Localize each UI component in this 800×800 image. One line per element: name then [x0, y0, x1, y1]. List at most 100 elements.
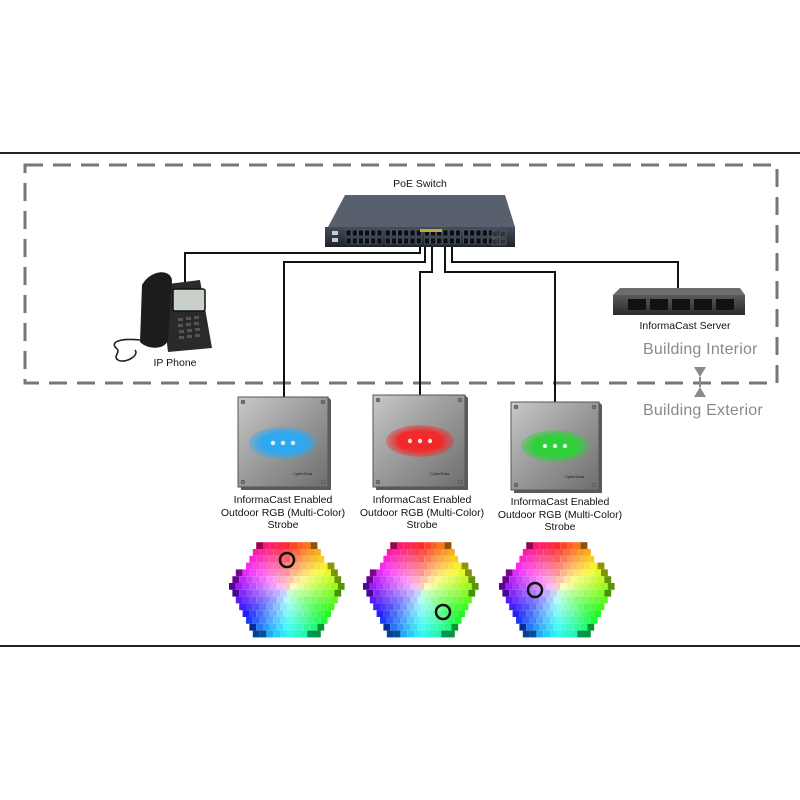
palette-swatch — [519, 583, 527, 590]
palette-swatch — [403, 596, 411, 604]
palette-swatch — [420, 630, 428, 638]
palette-swatch — [590, 589, 598, 597]
palette-swatch — [584, 603, 591, 611]
palette-swatch — [414, 562, 421, 570]
palette-swatch — [266, 576, 274, 583]
screw — [320, 399, 326, 405]
switch-port — [384, 229, 391, 237]
palette-swatch — [539, 610, 547, 617]
palette-swatch — [434, 576, 442, 583]
palette-swatch — [410, 623, 418, 631]
switch-port — [403, 237, 410, 245]
palette-swatch — [577, 589, 584, 597]
palette-swatch — [597, 589, 605, 597]
palette-swatch — [256, 610, 263, 617]
palette-swatch — [331, 569, 338, 577]
palette-swatch — [400, 549, 408, 556]
strobe-badge-text: CyberData — [565, 474, 585, 479]
palette-swatch — [522, 603, 530, 611]
palette-swatch — [563, 603, 571, 611]
palette-swatch — [400, 630, 408, 638]
palette-swatch — [320, 617, 328, 624]
palette-swatch — [320, 562, 328, 570]
palette-swatch — [573, 583, 581, 590]
palette-swatch — [366, 576, 374, 583]
palette-swatch — [553, 596, 561, 604]
palette-swatch — [252, 589, 260, 597]
palette-swatch — [437, 583, 445, 590]
palette-swatch — [536, 630, 544, 638]
palette-swatch — [334, 576, 342, 583]
palette-swatch — [280, 630, 287, 638]
palette-swatch — [604, 589, 612, 597]
palette-swatch — [256, 542, 263, 549]
palette-swatch — [550, 549, 557, 556]
palette-swatch — [410, 583, 418, 590]
switch-port — [448, 237, 455, 245]
palette-selection-ring — [278, 551, 296, 569]
palette-swatch — [259, 617, 267, 624]
poe-switch-label: PoE Switch — [393, 178, 447, 190]
palette-swatch — [553, 555, 561, 563]
palette-swatch — [539, 583, 547, 590]
palette-swatch — [269, 623, 277, 631]
palette-swatch — [283, 623, 291, 631]
palette-swatch — [465, 596, 472, 604]
palette-swatch — [437, 542, 445, 549]
palette-swatch — [509, 603, 516, 611]
strobe-badge-text: CyberData — [430, 471, 450, 476]
palette-swatch — [256, 583, 263, 590]
palette-swatch — [393, 562, 401, 570]
palette-swatch — [431, 569, 438, 577]
palette-swatch — [369, 583, 377, 590]
palette-swatch — [373, 603, 380, 611]
palette-swatch — [390, 542, 397, 549]
palette-swatch — [526, 610, 533, 617]
palette-swatch — [317, 610, 325, 617]
strobe-led — [427, 438, 433, 444]
strobe-label-2: InformaCast Enabled Outdoor RGB (Multi-C… — [352, 494, 492, 532]
palette-swatch — [293, 589, 301, 597]
palette-swatch — [567, 555, 574, 563]
palette-swatch — [386, 617, 394, 624]
palette-swatch — [393, 603, 401, 611]
palette-swatch — [310, 623, 318, 631]
palette-swatch — [263, 542, 270, 549]
palette-swatch — [276, 610, 284, 617]
palette-swatch — [324, 610, 331, 617]
palette-swatch — [546, 610, 554, 617]
palette-swatch — [273, 617, 280, 624]
palette-swatch — [590, 562, 598, 570]
palette-swatch — [283, 555, 291, 563]
palette-swatch — [414, 630, 421, 638]
palette-swatch — [553, 583, 561, 590]
palette-swatch — [235, 596, 243, 604]
switch-port — [415, 237, 422, 245]
palette-swatch — [303, 569, 311, 577]
ip-phone-label: IP Phone — [153, 357, 197, 369]
palette-swatch — [444, 542, 452, 549]
palette-swatch — [543, 576, 550, 583]
building-exterior-label: Building Exterior — [643, 402, 763, 419]
strobe-1-line-1: InformaCast Enabled — [233, 494, 333, 506]
palette-swatch — [444, 569, 452, 577]
palette-swatch — [293, 576, 301, 583]
palette-swatch — [560, 596, 567, 604]
screw — [513, 404, 519, 410]
palette-swatch — [249, 610, 257, 617]
switch-port — [424, 237, 430, 245]
palette-swatch — [536, 576, 544, 583]
palette-swatch — [259, 603, 267, 611]
palette-swatch — [320, 576, 328, 583]
palette-swatch — [563, 630, 571, 638]
palette-swatch — [242, 596, 250, 604]
palette-swatch — [533, 555, 540, 563]
palette-swatch — [397, 542, 404, 549]
palette-swatch — [400, 562, 408, 570]
palette-swatch — [403, 542, 411, 549]
palette-swatch — [529, 630, 537, 638]
strobe-led — [417, 438, 423, 444]
switch-port — [442, 229, 449, 237]
palette-swatch — [410, 596, 418, 604]
palette-swatch — [427, 576, 435, 583]
